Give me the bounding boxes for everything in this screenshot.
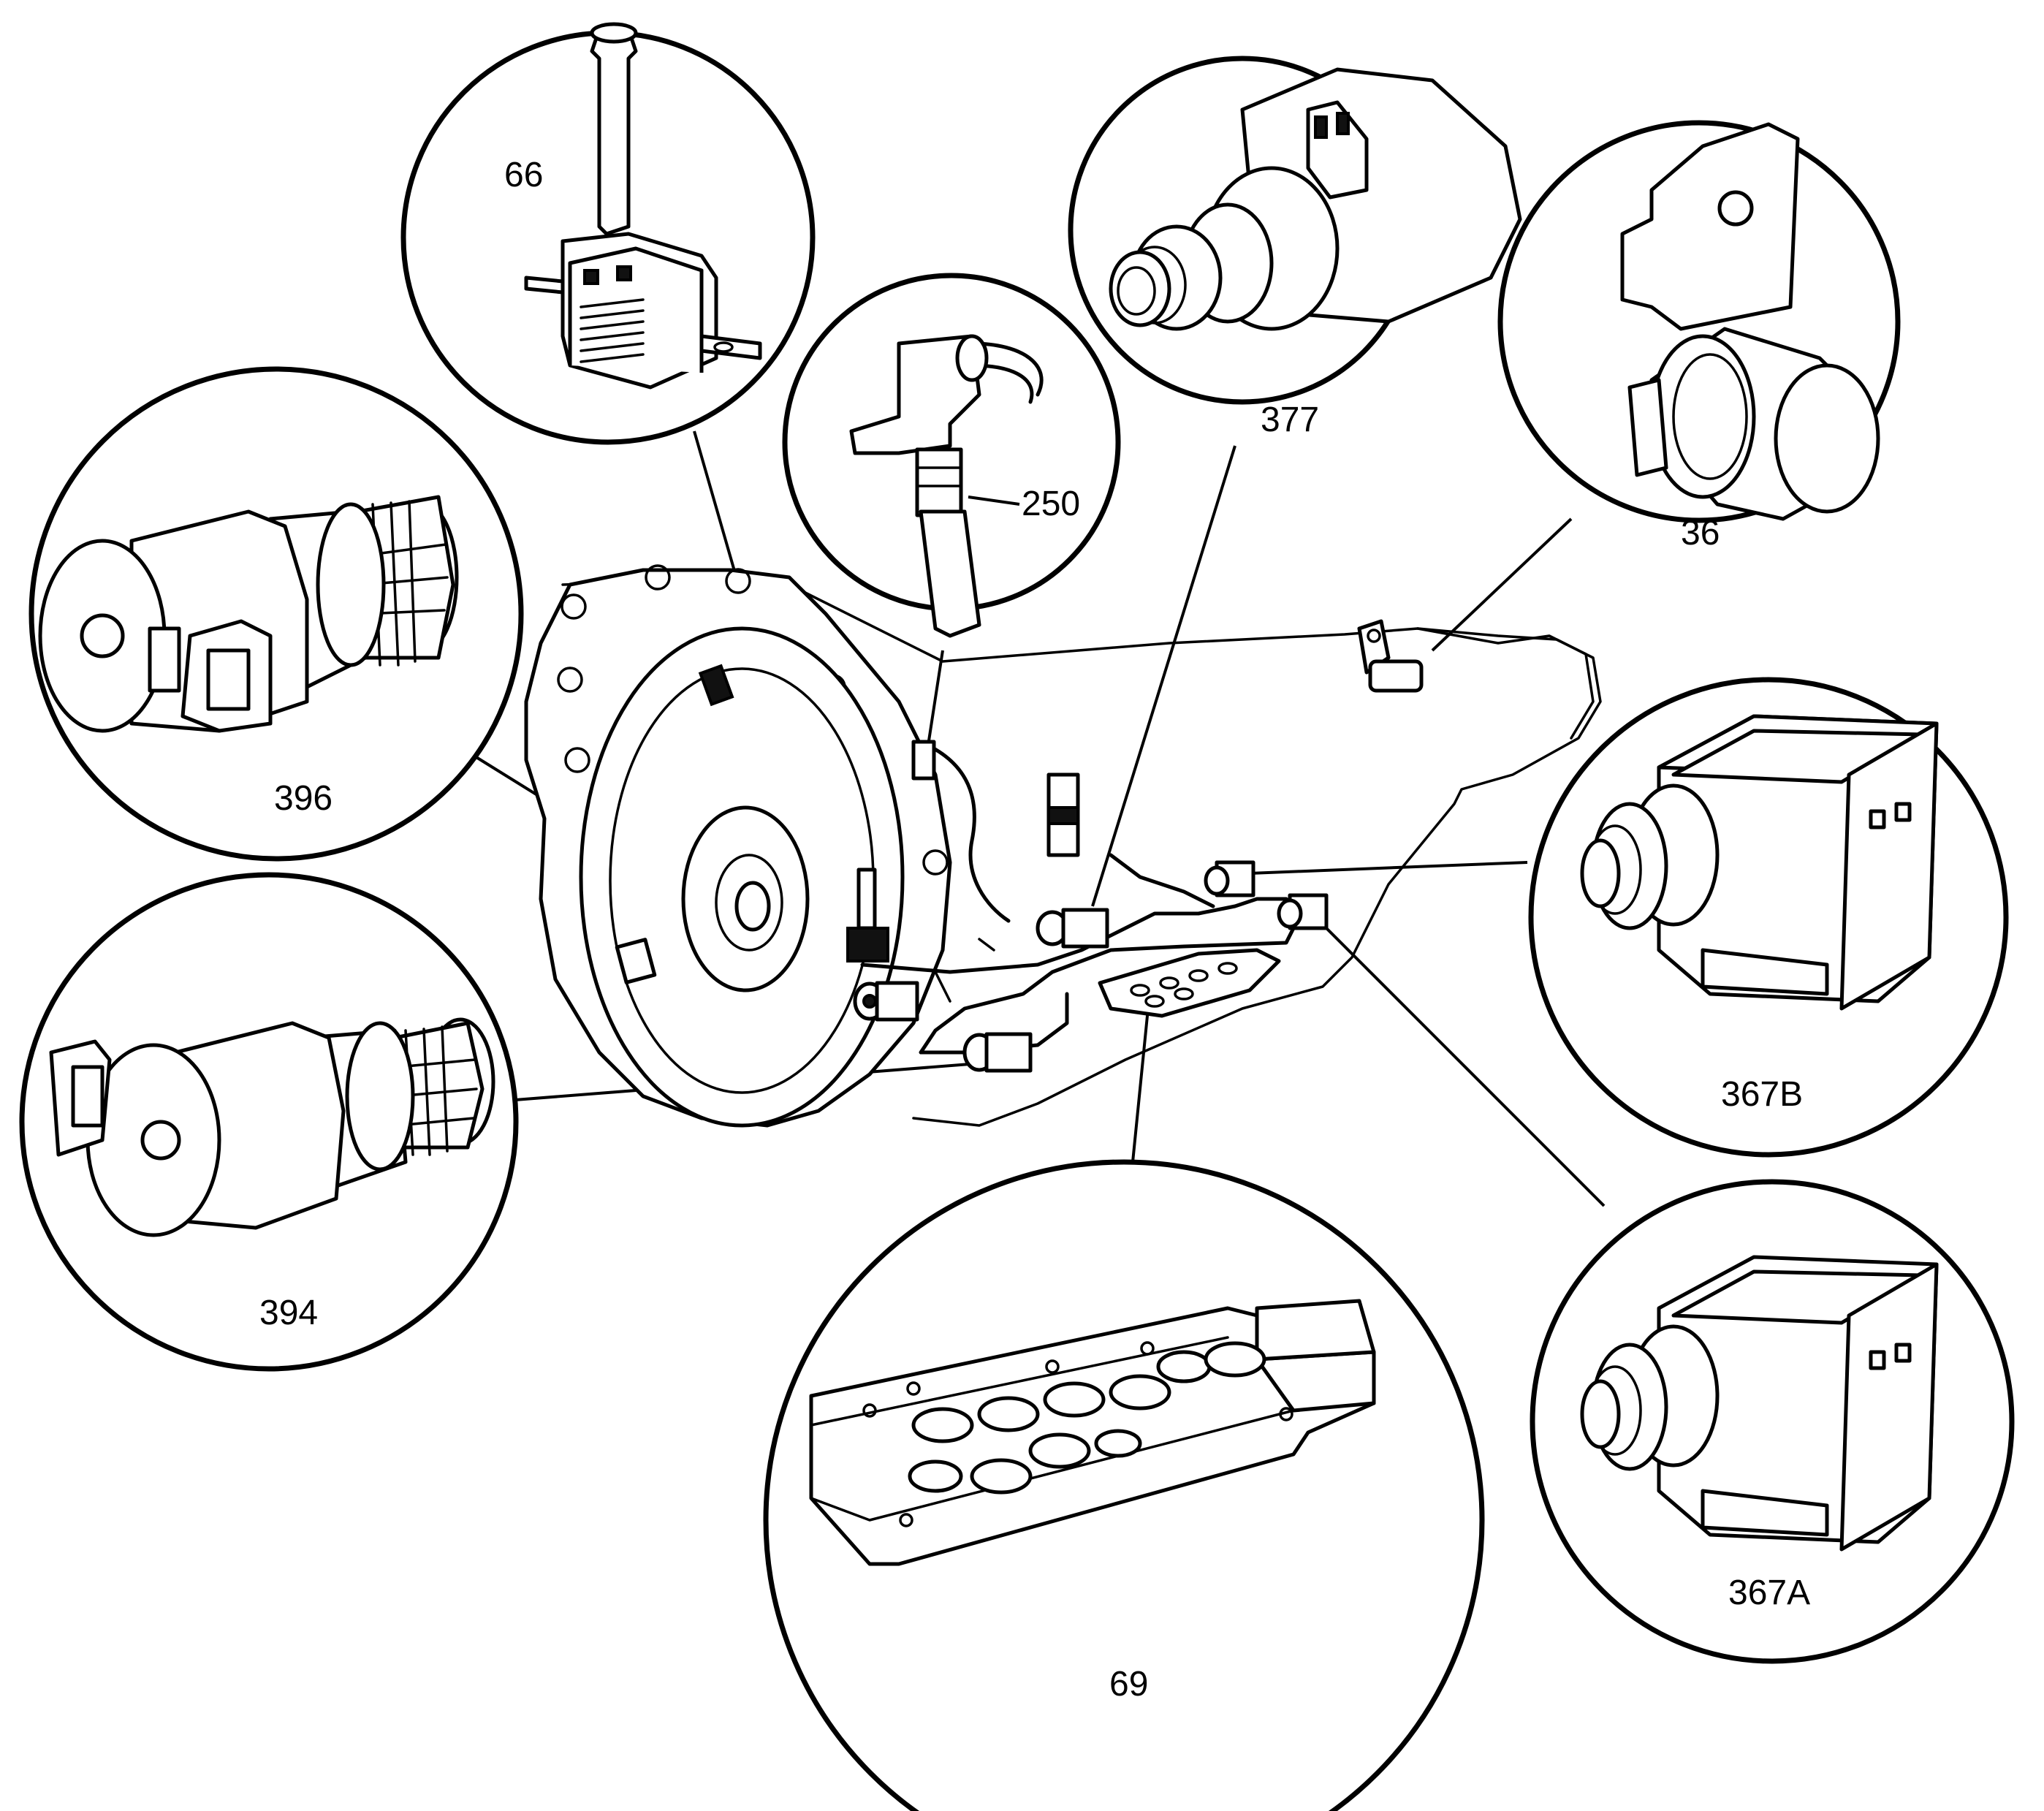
leader-36 (1431, 517, 1573, 652)
shift-solenoid-367a-illustration (1580, 1255, 1939, 1552)
callout-250: 250 (782, 273, 1121, 638)
callout-66: 66 (400, 22, 816, 445)
pressure-solenoid-377-illustration (1109, 67, 1522, 331)
leader-367b (1249, 861, 1528, 875)
callout-label-377: 377 (1261, 400, 1319, 439)
transmission-assembly (524, 564, 1602, 1128)
callout-label-396: 396 (274, 779, 333, 818)
channel-plate-installed (1098, 948, 1281, 1018)
pressure-control-solenoid-396-illustration (38, 495, 459, 733)
callout-367a: 367A (1530, 1179, 2015, 1664)
callout-label-394: 394 (259, 1294, 318, 1332)
installed-sensor-36 (1357, 619, 1424, 693)
callout-label-36: 36 (1681, 514, 1720, 553)
callout-367b: 367B (1528, 677, 2009, 1158)
callout-69: 69 (763, 1159, 1485, 1811)
wiring-harness (860, 743, 1303, 1055)
channel-plate-69-illustration (809, 1299, 1376, 1566)
installed-solenoid-377 (1036, 772, 1109, 949)
transmission-case-outline (561, 576, 1602, 1127)
torque-converter (579, 626, 905, 1128)
installed-solenoid-394 (962, 1032, 1033, 1073)
leader-250 (927, 650, 944, 746)
callout-label-66: 66 (504, 156, 543, 194)
speed-sensor-250-illustration (849, 334, 1044, 638)
installed-solenoid-66 (846, 867, 889, 963)
pwm-solenoid-66-illustration (524, 22, 762, 390)
callout-394: 394 (19, 872, 519, 1372)
callout-396: 396 (29, 366, 524, 862)
shift-solenoid-367b-illustration (1580, 714, 1939, 1011)
callout-377: 377 (1068, 56, 1522, 439)
installed-solenoid-367b (1204, 860, 1255, 897)
converter-hub (681, 805, 810, 992)
leader-367a (1321, 923, 1606, 1207)
speed-sensor-36-illustration (1620, 122, 1880, 521)
callout-label-69: 69 (1109, 1665, 1148, 1704)
installed-solenoid-367a (1277, 893, 1329, 930)
callout-label-367b: 367B (1721, 1075, 1803, 1114)
installed-sensor-250 (911, 740, 936, 781)
leader-377 (1091, 445, 1236, 907)
callout-label-367a: 367A (1728, 1573, 1810, 1612)
installed-solenoid-396 (853, 981, 919, 1022)
callout-label-250: 250 (1022, 485, 1080, 523)
pressure-control-solenoid-394-illustration (49, 1017, 495, 1237)
tail-extension (1416, 627, 1595, 740)
callout-36: 36 (1497, 120, 1901, 553)
